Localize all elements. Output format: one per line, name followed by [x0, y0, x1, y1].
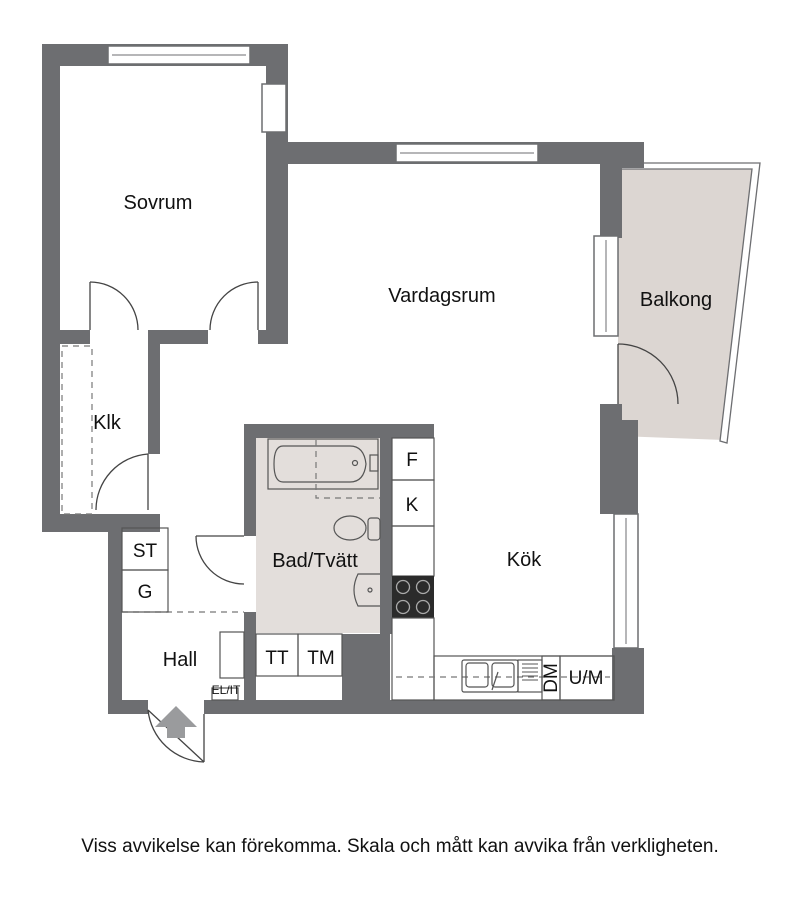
toilet — [333, 515, 381, 541]
stove — [392, 576, 434, 618]
room-label-bad-tvatt: Bad/Tvätt — [272, 550, 358, 572]
windows — [107, 45, 639, 649]
room-label-balkong: Balkong — [640, 289, 712, 311]
bathroom-floor — [256, 437, 380, 633]
disclaimer-text: Viss avvikelse kan förekomma. Skala och … — [81, 836, 719, 857]
washbasin — [353, 573, 380, 607]
fixture-label-tm: TM — [307, 648, 334, 669]
room-label-vardagsrum: Vardagsrum — [388, 285, 495, 307]
bathtub — [267, 438, 379, 490]
fixture-label-st: ST — [133, 541, 158, 562]
closet-shelf — [61, 345, 93, 515]
room-label-hall: Hall — [163, 649, 197, 671]
fixture-label-dm: DM — [541, 663, 562, 693]
room-label-klk: Klk — [93, 412, 122, 434]
entrance-arrow-icon — [155, 706, 197, 738]
sink — [461, 659, 543, 693]
floor-plan: Sovrum Vardagsrum Balkong Klk Bad/Tvätt … — [42, 44, 761, 763]
fixture-label-g: G — [138, 582, 153, 603]
fixture-label-um: U/M — [569, 668, 604, 689]
walls — [42, 44, 644, 714]
fixture-label-tt: TT — [265, 648, 289, 669]
fixture-label-fridge: F — [406, 450, 418, 471]
room-label-kok: Kök — [507, 549, 542, 571]
balcony-floor — [618, 166, 756, 440]
fixture-label-freezer: K — [406, 495, 419, 516]
room-label-sovrum: Sovrum — [124, 192, 193, 214]
fixture-label-el-it: EL/IT — [212, 683, 241, 697]
